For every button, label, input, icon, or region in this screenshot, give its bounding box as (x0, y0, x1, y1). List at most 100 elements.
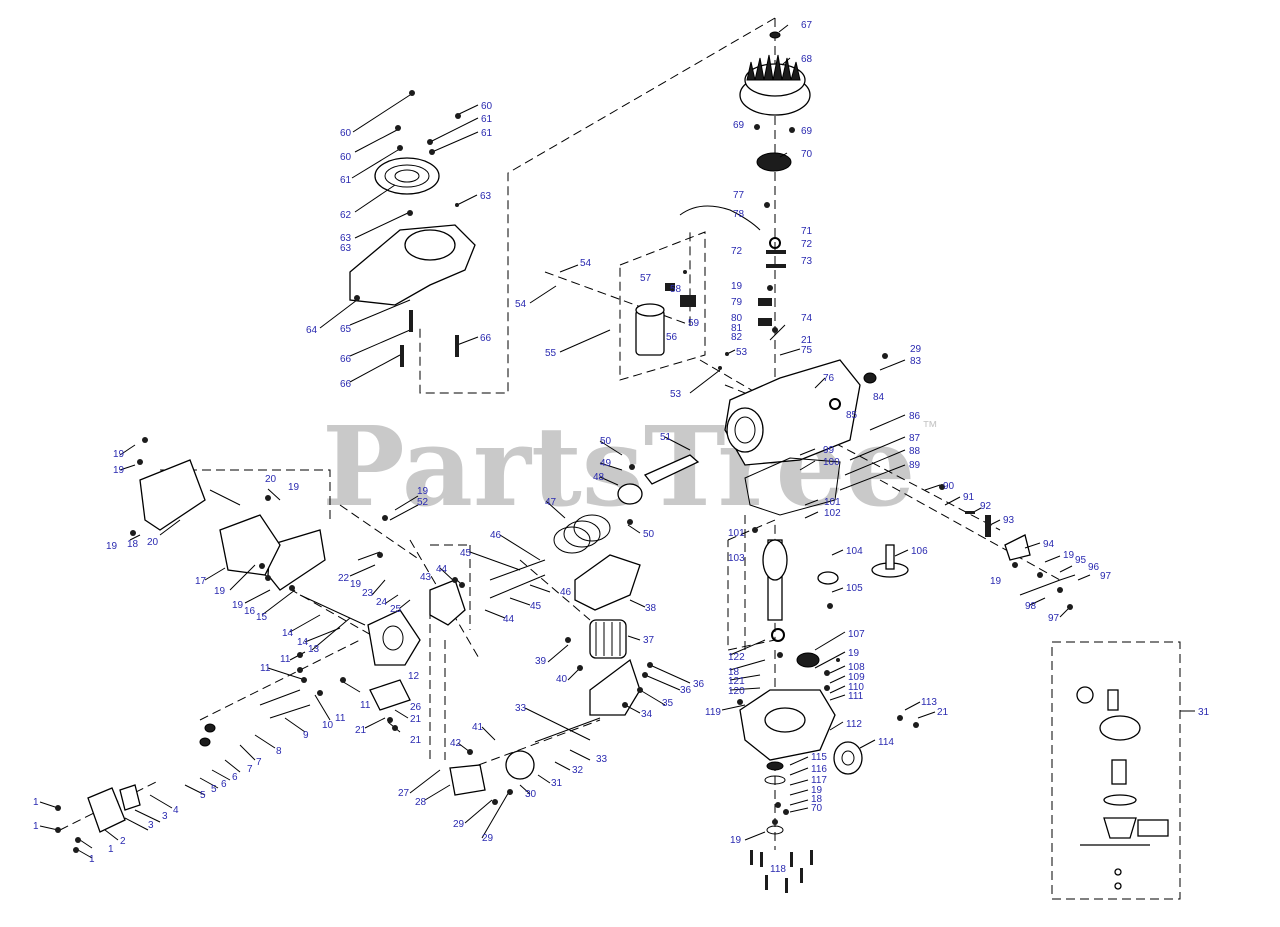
callout-29: 29 (482, 833, 494, 844)
callout-34: 34 (641, 709, 653, 720)
callout-102: 102 (824, 508, 841, 519)
callout-21: 21 (937, 707, 949, 718)
callout-44: 44 (503, 614, 515, 625)
callout-18: 18 (728, 667, 740, 678)
callout-82: 82 (731, 332, 743, 343)
callout-92: 92 (980, 501, 992, 512)
callout-19: 19 (417, 486, 429, 497)
callout-28: 28 (415, 797, 427, 808)
callout-83: 83 (910, 356, 922, 367)
callout-46: 46 (560, 587, 572, 598)
callout-21: 21 (410, 735, 422, 746)
callout-7: 7 (256, 757, 262, 768)
callout-8: 8 (276, 746, 282, 757)
callout-66: 66 (480, 333, 492, 344)
callout-27: 27 (398, 788, 410, 799)
callout-97: 97 (1048, 613, 1060, 624)
callout-93: 93 (1003, 515, 1015, 526)
callout-72: 72 (731, 246, 743, 257)
callout-59: 59 (688, 318, 700, 329)
callout-95: 95 (1075, 555, 1087, 566)
callout-116: 116 (811, 764, 827, 775)
callout-63: 63 (340, 233, 352, 244)
callout-45: 45 (530, 601, 542, 612)
callout-50: 50 (643, 529, 655, 540)
callout-98: 98 (1025, 601, 1037, 612)
callout-19: 19 (350, 579, 362, 590)
callout-19: 19 (214, 586, 226, 597)
callout-19: 19 (106, 541, 118, 552)
callout-63: 63 (480, 191, 492, 202)
callout-9: 9 (303, 730, 309, 741)
callout-42: 42 (450, 738, 462, 749)
parts-artwork (87, 31, 1076, 835)
callout-104: 104 (846, 546, 863, 557)
callout-5: 5 (200, 790, 206, 801)
assembly-guides (59, 17, 1061, 850)
callout-13: 13 (308, 644, 320, 655)
callout-32: 32 (572, 765, 584, 776)
callout-89: 89 (909, 460, 921, 471)
callout-68: 68 (801, 54, 813, 65)
callout-19: 19 (232, 600, 244, 611)
callout-4: 4 (173, 805, 179, 816)
callout-26: 26 (410, 702, 422, 713)
callout-99: 99 (823, 445, 835, 456)
callout-51: 51 (660, 432, 672, 443)
callout-19: 19 (848, 648, 860, 659)
callout-41: 41 (472, 722, 484, 733)
callout-21: 21 (410, 714, 422, 725)
callout-84: 84 (873, 392, 885, 403)
callout-58: 58 (670, 284, 682, 295)
callout-77: 77 (733, 190, 745, 201)
callout-22: 22 (338, 573, 350, 584)
callout-36: 36 (680, 685, 692, 696)
callout-38: 38 (645, 603, 657, 614)
callout-5: 5 (211, 784, 217, 795)
callout-33: 33 (515, 703, 527, 714)
callout-111: 111 (848, 691, 864, 702)
callout-76: 76 (823, 373, 835, 384)
callout-119: 119 (705, 707, 721, 718)
callout-31: 31 (551, 778, 563, 789)
callout-19: 19 (730, 835, 742, 846)
callout-15: 15 (256, 612, 268, 623)
callout-47: 47 (545, 497, 557, 508)
callout-101: 101 (728, 528, 745, 539)
callout-29: 29 (453, 819, 465, 830)
callout-70: 70 (811, 803, 823, 814)
callout-56: 56 (666, 332, 678, 343)
callout-75: 75 (801, 345, 813, 356)
callout-19: 19 (811, 785, 823, 796)
callout-66: 66 (340, 379, 352, 390)
callout-21: 21 (801, 335, 813, 346)
callout-6: 6 (232, 772, 238, 783)
callout-114: 114 (878, 737, 894, 748)
callout-19: 19 (1063, 550, 1075, 561)
callout-24: 24 (376, 597, 388, 608)
callout-35: 35 (662, 698, 674, 709)
callout-18: 18 (811, 794, 823, 805)
callout-33: 33 (596, 754, 608, 765)
inset-box-31 (1051, 641, 1195, 900)
callout-121: 121 (728, 676, 745, 687)
callout-94: 94 (1043, 539, 1055, 550)
callout-118: 118 (770, 864, 786, 875)
callout-96: 96 (1088, 562, 1100, 573)
callout-106: 106 (911, 546, 928, 557)
callout-115: 115 (811, 752, 827, 763)
callout-39: 39 (535, 656, 547, 667)
callout-23: 23 (362, 588, 374, 599)
callout-50: 50 (600, 436, 612, 447)
callout-70: 70 (801, 149, 813, 160)
callout-85: 85 (846, 410, 858, 421)
callout-78: 78 (733, 209, 745, 220)
callout-19: 19 (990, 576, 1002, 587)
callout-69: 69 (801, 126, 813, 137)
callout-18: 18 (127, 539, 139, 550)
callout-48: 48 (593, 472, 605, 483)
callout-19: 19 (731, 281, 743, 292)
callout-61: 61 (481, 114, 493, 125)
callout-1: 1 (108, 844, 114, 855)
callout-20: 20 (147, 537, 159, 548)
